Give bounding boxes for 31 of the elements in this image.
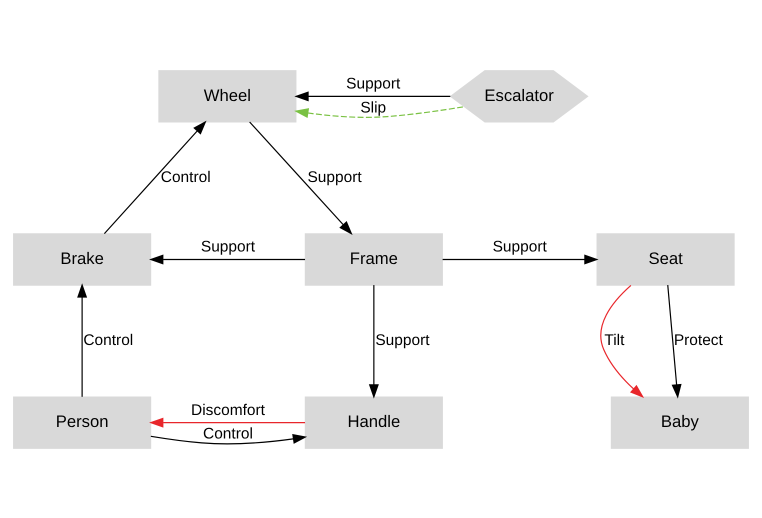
edge-label: Support bbox=[492, 238, 547, 256]
edge-label: Tilt bbox=[604, 332, 624, 349]
arrow bbox=[150, 433, 308, 444]
node-box: Brake bbox=[13, 232, 152, 286]
edge-label: Control bbox=[203, 425, 253, 442]
arrow bbox=[149, 254, 306, 264]
arrow bbox=[600, 284, 644, 398]
arrow bbox=[442, 254, 599, 264]
node-box: Seat bbox=[596, 232, 735, 286]
edge-label: Protect bbox=[674, 332, 723, 349]
node-box: Frame bbox=[304, 232, 443, 286]
edge-label: Support bbox=[307, 168, 362, 186]
edge-label: Support bbox=[346, 75, 400, 92]
arrow bbox=[149, 417, 306, 428]
edge-label: Control bbox=[83, 332, 134, 349]
node-box: Person bbox=[13, 396, 152, 448]
edge-label: Control bbox=[160, 168, 211, 186]
arrow bbox=[294, 106, 464, 118]
arrow bbox=[249, 121, 353, 234]
node-box: Wheel bbox=[158, 70, 296, 122]
edge-label: Support bbox=[200, 238, 256, 256]
arrow bbox=[77, 282, 88, 396]
node-box: Baby bbox=[610, 396, 749, 448]
node-box: Handle bbox=[304, 396, 443, 448]
edge-label: Slip bbox=[360, 98, 386, 116]
arrow bbox=[294, 90, 450, 101]
edge-label: Support bbox=[375, 332, 430, 349]
arrow bbox=[104, 120, 207, 234]
arrow bbox=[368, 284, 379, 398]
arrow bbox=[667, 284, 682, 398]
edge-label: Discomfort bbox=[191, 401, 265, 418]
